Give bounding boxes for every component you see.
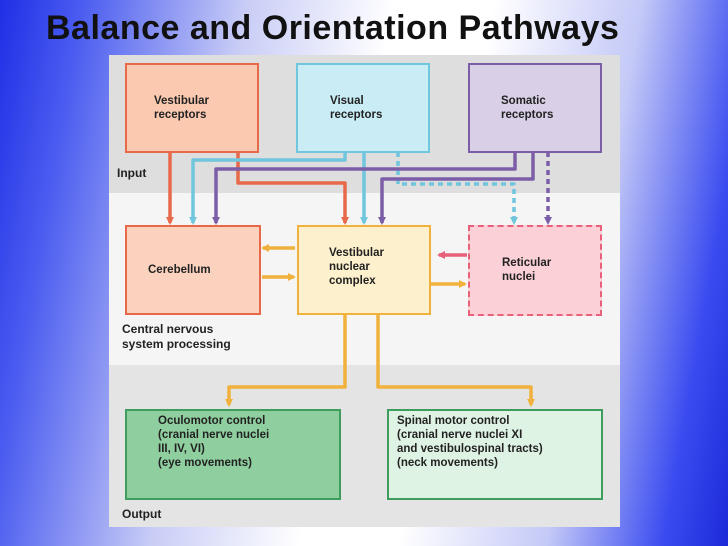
output-label: Output <box>122 507 162 521</box>
visual-receptors-label: Visual receptors <box>330 95 383 121</box>
oculomotor-control-box: Oculomotor control (cranial nerve nuclei… <box>125 409 341 500</box>
cerebellum-label: Cerebellum <box>148 264 211 276</box>
spinal-motor-control-box: Spinal motor control (cranial nerve nucl… <box>387 409 603 500</box>
nuclear-to-oculomotor-arrow <box>225 315 347 407</box>
somatic-receptors-box: Somatic receptors <box>468 63 602 153</box>
visual-receptors-box: Visual receptors <box>296 63 430 153</box>
vestibular-receptors-label: Vestibular receptors <box>154 95 209 121</box>
somatic-to-cerebellum-arrow <box>212 152 517 225</box>
reticular-nuclei-label: Reticular nuclei <box>502 257 552 283</box>
nuclear-to-spinal-arrow <box>376 315 535 407</box>
diagram-panel: Input Central nervous system processing … <box>109 55 620 527</box>
vestibular-to-nuclear-arrow <box>236 152 349 225</box>
pathway-arrows <box>166 152 552 407</box>
vestibular-nuclear-complex-box: Vestibular nuclear complex <box>297 225 431 315</box>
visual-to-cerebellum-arrow <box>189 152 347 225</box>
spinal-motor-control-label: Spinal motor control (cranial nerve nucl… <box>397 415 543 469</box>
somatic-to-nuclear-arrow <box>378 152 535 225</box>
oculomotor-control-label: Oculomotor control (cranial nerve nuclei… <box>158 415 270 469</box>
slide-title: Balance and Orientation Pathways <box>46 9 620 47</box>
reticular-nuclei-box: Reticular nuclei <box>468 225 602 316</box>
vestibular-receptors-box: Vestibular receptors <box>125 63 259 153</box>
visual-to-reticular-arrow <box>396 152 518 225</box>
input-label: Input <box>117 166 147 180</box>
somatic-receptors-label: Somatic receptors <box>501 95 554 121</box>
vestibular-nuclear-complex-label: Vestibular nuclear complex <box>329 247 384 287</box>
cerebellum-box: Cerebellum <box>125 225 261 315</box>
cns-label: Central nervous system processing <box>122 322 231 351</box>
